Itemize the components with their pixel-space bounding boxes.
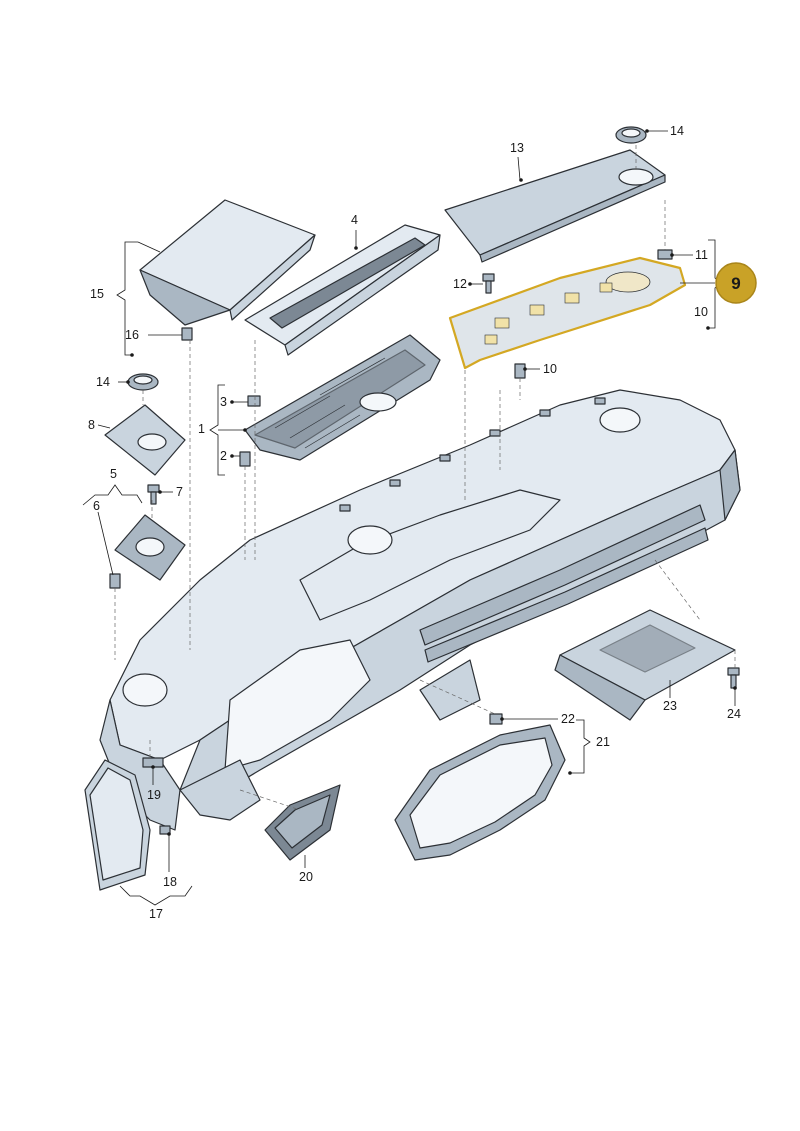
callout-1: 1 <box>198 422 205 436</box>
dashboard-frame <box>99 389 741 831</box>
part-5-housing <box>114 514 186 581</box>
callout-10-small: 10 <box>543 362 557 376</box>
part-17-side-panel <box>84 759 151 891</box>
callout-13: 13 <box>510 141 524 155</box>
highlight-badge: 9 <box>715 262 757 304</box>
callout-23: 23 <box>663 699 677 713</box>
callout-labels: 1 2 3 4 5 6 7 8 10 10 11 12 13 14 14 15 … <box>88 124 741 921</box>
callout-12: 12 <box>453 277 467 291</box>
callout-18: 18 <box>163 875 177 889</box>
leader-dots <box>126 129 737 836</box>
callout-14-left: 14 <box>96 375 110 389</box>
part-14-cap-top <box>615 126 647 144</box>
highlight-badge-number: 9 <box>731 274 740 293</box>
callout-21: 21 <box>596 735 610 749</box>
part-14-cap-left <box>127 373 159 391</box>
part-4-centre-trim <box>244 224 441 356</box>
callout-7: 7 <box>176 485 183 499</box>
callout-17: 17 <box>149 907 163 921</box>
callout-15: 15 <box>90 287 104 301</box>
callout-2: 2 <box>220 449 227 463</box>
callout-5: 5 <box>110 467 117 481</box>
assembly-lines <box>114 145 736 811</box>
callout-8: 8 <box>88 418 95 432</box>
part-20-vent-module <box>264 784 341 861</box>
callout-4: 4 <box>351 213 358 227</box>
callout-22: 22 <box>561 712 575 726</box>
part-13-top-cover <box>444 149 666 263</box>
part-21-cluster-frame <box>394 724 566 861</box>
callout-6: 6 <box>93 499 100 513</box>
callout-24: 24 <box>727 707 741 721</box>
part-8-trim-with-hole <box>104 404 186 476</box>
part-1-carrier <box>244 334 441 461</box>
leader-lines <box>82 130 736 906</box>
callout-3: 3 <box>220 395 227 409</box>
callout-20: 20 <box>299 870 313 884</box>
callout-16: 16 <box>125 328 139 342</box>
callout-10-right: 10 <box>694 305 708 319</box>
part-23-bracket <box>554 609 736 721</box>
callout-11: 11 <box>695 248 708 262</box>
highlight-badge-circle <box>715 262 757 304</box>
callout-14-top: 14 <box>670 124 684 138</box>
part-9-highlighted-panel <box>448 256 687 370</box>
callout-19: 19 <box>147 788 161 802</box>
part-15-left-cover <box>139 199 316 326</box>
